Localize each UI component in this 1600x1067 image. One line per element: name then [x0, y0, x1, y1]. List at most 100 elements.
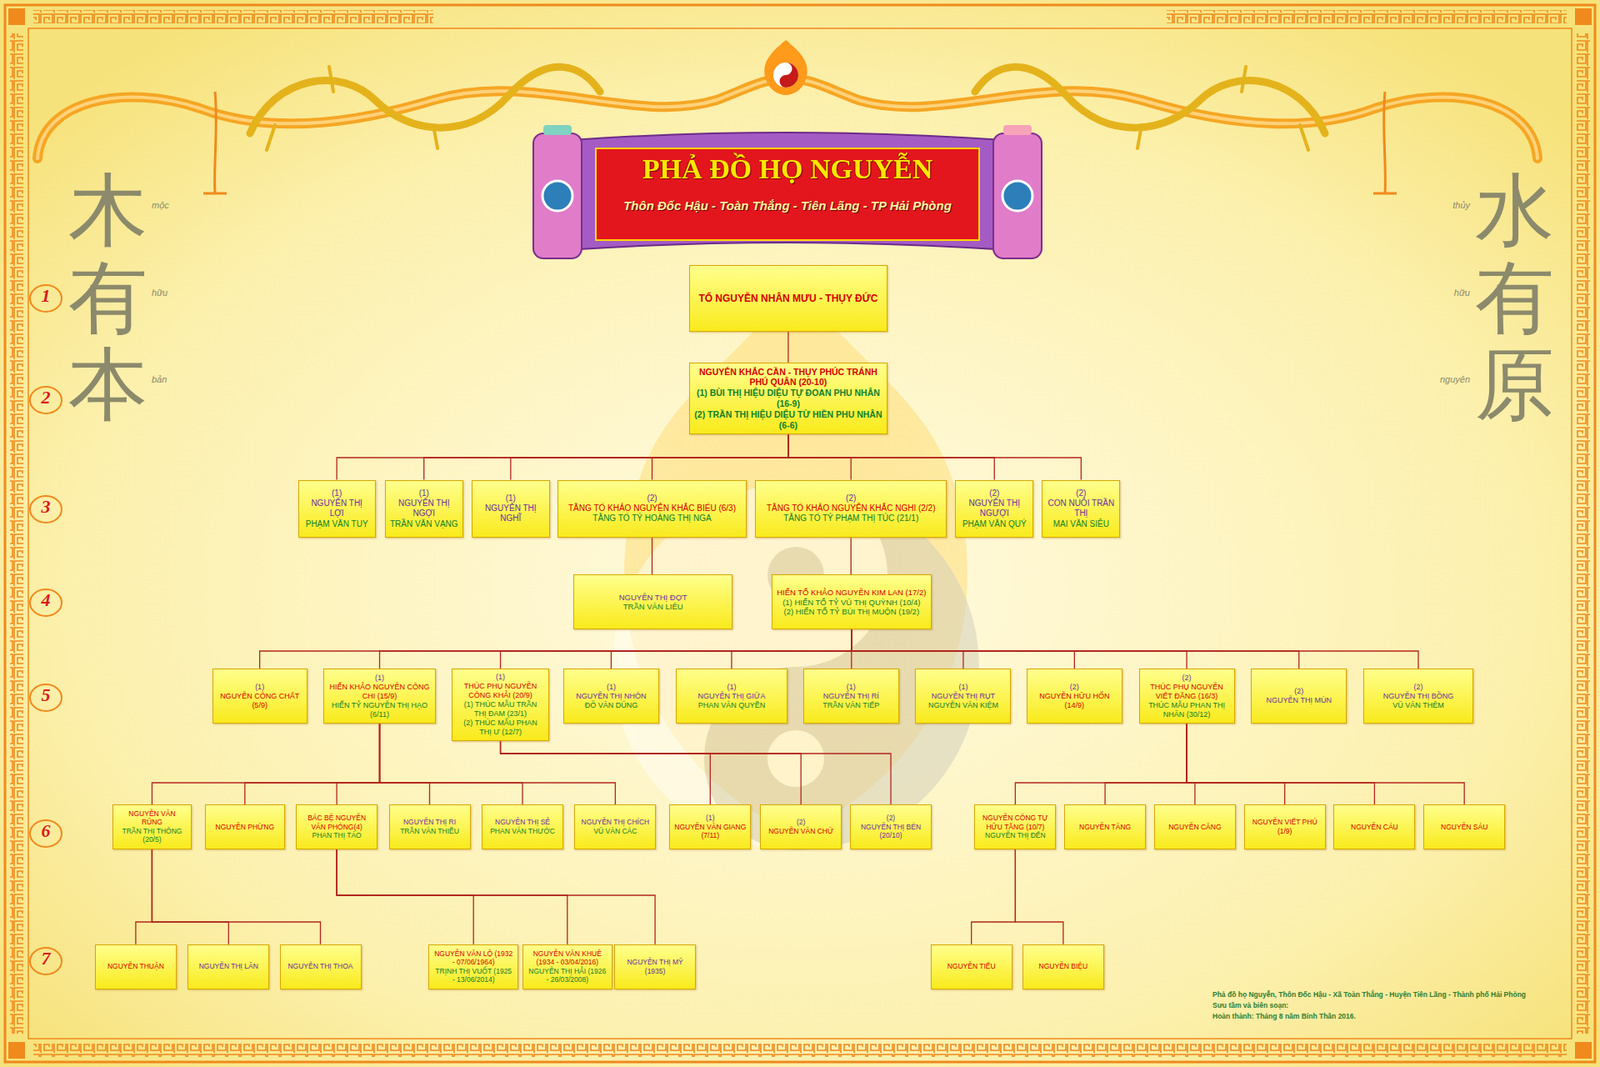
person-box: NGUYỄN KHẮC CẦN - THỤY PHÚC TRÁNH PHÚ QU… [689, 362, 889, 435]
person-name: (1) THÚC MẪU TRẦN THỊ ĐAM (23/1) [456, 700, 544, 719]
person-box: (2)CON NUÔI TRẦN THỊMAI VĂN SIÊU [1041, 480, 1120, 539]
title-scroll [533, 125, 1042, 259]
lineage-line [510, 434, 789, 480]
person-box: NGUYỄN SÁU [1423, 804, 1505, 850]
person-name: PHẠM VĂN QUÝ [962, 519, 1027, 530]
person-box: (2)NGUYỄN THỊ NGƯỢIPHẠM VĂN QUÝ [955, 480, 1034, 539]
lineage-line [500, 740, 802, 805]
lineage-line [151, 723, 380, 805]
person-name: NGUYỄN CÔNG CHẤT (5/9) [217, 691, 303, 710]
person-name: NGUYỄN VĂN KHUÊ (1934 - 03/04/2016) [527, 949, 608, 967]
person-name: (1) [505, 493, 516, 504]
person-name: (1) [705, 813, 715, 822]
person-name: NGUYỄN TIẾU [947, 961, 996, 970]
person-name: (2) [646, 493, 657, 504]
person-box: (1)THÚC PHỤ NGUYỄN CÔNG KHẢI (20/9)(1) T… [451, 668, 549, 741]
generation-number: 6 [33, 820, 59, 842]
key-band [1166, 10, 1567, 24]
person-box: (1)HIỂN KHẢO NGUYỄN CÔNG CHI (15/9)HIỂN … [323, 668, 436, 724]
lineage-line [380, 723, 430, 805]
person-name: NGUYỄN THỊ NGƯỢI [960, 498, 1029, 519]
person-box: NGUYỄN CÔNG TỰ HỮU TẰNG (10/7)NGUYỄN THỊ… [974, 804, 1056, 850]
person-name: NGUYỄN THỊ GIỮA [697, 691, 765, 701]
lineage-line [1015, 849, 1064, 945]
generation-number: 4 [33, 589, 59, 611]
person-name: TRẦN VĂN TIẾP [822, 700, 880, 710]
key-band [33, 1043, 1567, 1057]
person-name: NGUYỄN THỊ BỒNG [1383, 691, 1454, 701]
person-box: NGUYỄN VĂN KHUÊ (1934 - 03/04/2016)NGUYỄ… [522, 944, 613, 990]
person-name: (1) BÙI THỊ HIỆU DIỆU TỰ ĐOAN PHU NHÂN (… [694, 387, 884, 410]
person-name: NGUYỄN VĂN LỘ (1932 - 07/06/1964) [433, 949, 514, 967]
person-name: (2) [1070, 682, 1080, 692]
lineage-line [336, 434, 789, 480]
person-name: (2) [1182, 673, 1192, 683]
person-name: (1) [958, 682, 968, 692]
person-box: NGUYỄN TIẾU [930, 944, 1013, 990]
caption-note: Sưu tầm và biên soạn: [1212, 1000, 1289, 1010]
person-name: TẰNG TỔ KHẢO NGUYỄN KHẮC BIỂU (6/3) [568, 503, 736, 514]
person-name: NGUYỄN BIỆU [1039, 961, 1089, 970]
corner [1575, 8, 1592, 25]
person-box: (1)NGUYỄN THỊ NGHĨ [471, 480, 550, 539]
person-name: THÚC MẪU PHAN THỊ NHÃN (30/12) [1144, 700, 1230, 720]
lineage-line [851, 629, 1300, 669]
generation-number: 5 [33, 684, 59, 706]
person-box: NGUYỄN BIỆU [1022, 944, 1105, 990]
person-name: (2) TRẦN THỊ HIỆU DIỆU TỪ HIỀN PHU NHÂN … [694, 409, 884, 431]
key-band [1576, 33, 1590, 1034]
person-box: BÁC BỆ NGUYỄN VĂN PHÓNG(4)PHAN THỊ TÁO [295, 804, 378, 850]
person-box: (1)NGUYỄN THỊ RÍTRẦN VĂN TIẾP [803, 668, 900, 724]
lineage-line [245, 723, 380, 805]
person-name: NGUYỄN HỮU HỐN (14/9) [1031, 691, 1118, 710]
person-name: NGUYỄN PHỪNG [215, 822, 275, 831]
person-name: HIỂN KHẢO NGUYỄN CÔNG CHI (15/9) [328, 682, 431, 701]
yin-yang-emblem [764, 40, 808, 95]
lineage-line [1186, 723, 1285, 805]
person-name: PHẠM VĂN TUY [305, 519, 369, 530]
lineage-line [151, 849, 229, 945]
lineage-line [500, 740, 891, 805]
person-name: VŨ VĂN CÁC [593, 826, 637, 835]
person-box: HIỂN TỔ KHẢO NGUYỄN KIM LAN (17/2)(1) HI… [771, 574, 932, 630]
person-name: MAI VĂN SIÊU [1053, 519, 1110, 530]
person-box: (2)NGUYỄN VĂN CHỨ [760, 804, 842, 850]
lineage-line [1186, 723, 1195, 805]
person-name: NGUYỄN THUẬN [107, 961, 165, 970]
person-name: HIỂN TỶ NGUYỄN THỊ HẠO (6/11) [328, 700, 431, 720]
person-name: (1) [255, 682, 265, 692]
lineage-line [151, 849, 320, 945]
person-name: (2) [886, 813, 895, 822]
person-box: NGUYỄN CÁU [1333, 804, 1415, 850]
person-name: (1) [846, 682, 856, 692]
generation-swoosh [30, 285, 62, 975]
lineage-line [380, 629, 852, 669]
lineage-line [731, 629, 852, 669]
person-name: (2) [1294, 686, 1304, 696]
person-name: TẰNG TỔ KHẢO NGUYỄN KHẮC NGHI (2/2) [766, 503, 936, 514]
pronunciation: bản [151, 374, 167, 385]
person-box: (1)NGUYỄN VĂN GIANG (7/11) [669, 804, 751, 850]
caption-note: Hoàn thành: Tháng 8 năm Bính Thân 2016. [1212, 1011, 1356, 1020]
person-name: NGUYỄN CÁU [1350, 822, 1399, 831]
person-name: NGUYỄN THỊ ĐỢT [619, 592, 688, 603]
person-name: (1) [375, 673, 385, 683]
person-name: PHAN VĂN THƯỚC [490, 826, 555, 835]
corner [8, 1041, 25, 1059]
person-name: TRỊNH THỊ VUỐT (1925 - 13/06/2014) [433, 966, 514, 985]
title: PHẢ ĐỒ HỌ NGUYỄN [604, 153, 971, 185]
lineage-line [336, 723, 380, 805]
person-name: (1) [495, 672, 505, 682]
calligraphy: 木有本 [68, 166, 148, 429]
subtitle: Thôn Đốc Hậu - Toàn Thắng - Tiên Lãng - … [604, 198, 971, 213]
pronunciation: thủy [1420, 200, 1470, 210]
person-box: NGUYỄN THUẬN [95, 944, 177, 990]
person-name: NGUYỄN VĂN GIANG (7/11) [674, 822, 746, 840]
person-box: (1)NGUYỄN THỊ RỤTNGUYỄN VĂN KIỆM [915, 668, 1011, 724]
person-name: ĐỖ VĂN DŨNG [585, 700, 639, 710]
person-box: NGUYỄN THỊ CHÍCHVŨ VĂN CÁC [574, 804, 656, 850]
person-box: (2)NGUYỄN THỊ BỒNGVŨ VĂN THÊM [1363, 668, 1474, 724]
lineage-line [1015, 723, 1187, 805]
person-box: NGUYỄN THỊ RITRẦN VĂN THIỀU [389, 804, 471, 850]
